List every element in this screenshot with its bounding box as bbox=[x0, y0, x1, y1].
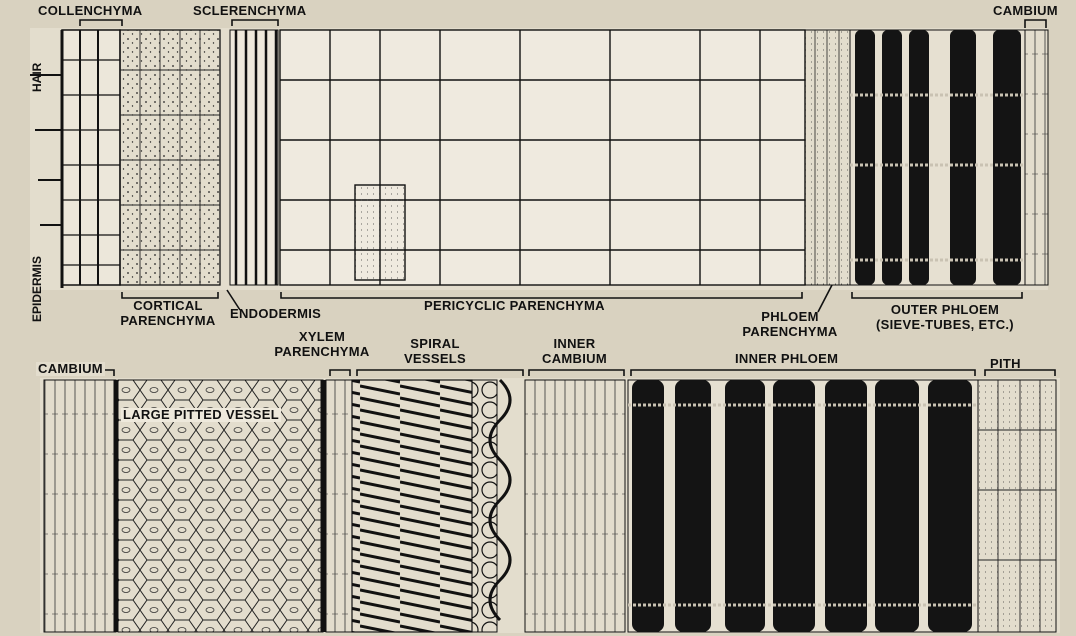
label-phloem-parenchyma-line2: PARENCHYMA bbox=[735, 325, 845, 339]
inner-cambium-cells bbox=[525, 380, 625, 632]
cambium-top-cells bbox=[1025, 30, 1048, 285]
label-cambium-top: CAMBIUM bbox=[993, 4, 1058, 18]
label-spiral-vessels-line1: SPIRAL bbox=[390, 337, 480, 351]
label-pericyclic-parenchyma: PERICYCLIC PARENCHYMA bbox=[424, 299, 605, 313]
label-collenchyma: COLLENCHYMA bbox=[38, 4, 142, 18]
label-inner-cambium-line2: CAMBIUM bbox=[527, 352, 622, 366]
label-hair: HAIR bbox=[30, 63, 44, 92]
label-phloem-parenchyma-line1: PHLOEM bbox=[735, 310, 845, 324]
label-epidermis: EPIDERMIS bbox=[30, 256, 44, 322]
label-outer-phloem-line1: OUTER PHLOEM bbox=[860, 303, 1030, 317]
sclerenchyma-fibers bbox=[230, 30, 278, 285]
label-outer-phloem-line2: (SIEVE-TUBES, ETC.) bbox=[860, 318, 1030, 332]
label-cortical-parenchyma-line2: PARENCHYMA bbox=[108, 314, 228, 328]
pith-cells bbox=[978, 380, 1056, 632]
label-sclerenchyma: SCLERENCHYMA bbox=[193, 4, 306, 18]
label-xylem-parenchyma-line1: XYLEM bbox=[272, 330, 372, 344]
label-xylem-parenchyma-line2: PARENCHYMA bbox=[272, 345, 372, 359]
label-spiral-vessels-line2: VESSELS bbox=[390, 352, 480, 366]
inner-phloem-sieve-tubes bbox=[628, 380, 978, 632]
label-inner-cambium-line1: INNER bbox=[527, 337, 622, 351]
label-large-pitted-vessel: LARGE PITTED VESSEL bbox=[121, 408, 281, 422]
phloem-parenchyma-cells bbox=[805, 30, 850, 285]
outer-phloem-sieve-tubes bbox=[850, 30, 1025, 285]
page-number: 94 bbox=[0, 355, 4, 373]
collenchyma-cells bbox=[62, 30, 120, 285]
xylem-parenchyma-cells bbox=[326, 380, 352, 632]
label-endodermis: ENDODERMIS bbox=[230, 307, 321, 321]
label-cortical-parenchyma-line1: CORTICAL bbox=[108, 299, 228, 313]
pericyclic-parenchyma-cells bbox=[280, 30, 805, 285]
label-pith: PITH bbox=[990, 357, 1021, 371]
cortical-parenchyma-cells bbox=[120, 30, 220, 285]
label-cambium-bottom: CAMBIUM bbox=[36, 362, 105, 376]
spiral-vessels bbox=[352, 380, 510, 632]
label-inner-phloem: INNER PHLOEM bbox=[735, 352, 838, 366]
cambium-bottom-cells bbox=[44, 380, 116, 632]
